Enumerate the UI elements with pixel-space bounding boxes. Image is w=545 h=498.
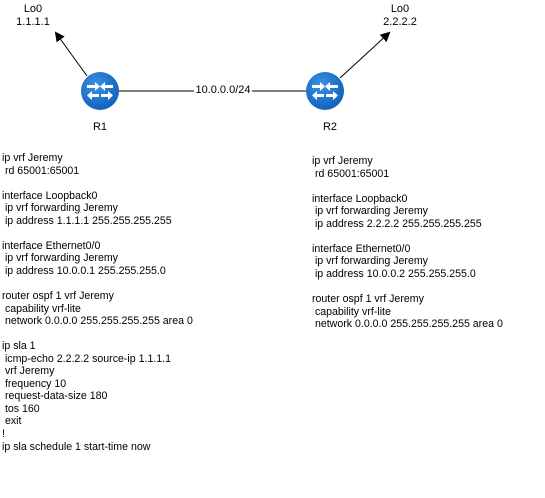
- config-line: ip sla schedule 1 start-time now: [2, 440, 151, 453]
- config-line: vrf Jeremy: [2, 365, 55, 378]
- config-line: icmp-echo 2.2.2.2 source-ip 1.1.1.1: [2, 352, 172, 365]
- config-line: rd 65001:65001: [2, 164, 80, 177]
- r1-config: ip vrf Jeremy rd 65001:65001 interface Lo…: [2, 152, 193, 453]
- config-line: ip vrf forwarding Jeremy: [2, 252, 118, 265]
- config-line: network 0.0.0.0 255.255.255.255 area 0: [2, 315, 193, 328]
- config-line: router ospf 1 vrf Jeremy: [312, 293, 424, 306]
- router-icon[interactable]: [306, 72, 344, 110]
- config-line: ip vrf forwarding Jeremy: [312, 255, 428, 268]
- config-line: frequency 10: [2, 377, 67, 390]
- config-line: rd 65001:65001: [312, 167, 390, 180]
- config-line: capability vrf-lite: [2, 302, 81, 315]
- config-line: ip vrf forwarding Jeremy: [2, 202, 118, 215]
- config-line: network 0.0.0.0 255.255.255.255 area 0: [312, 318, 503, 331]
- config-line: !: [2, 428, 5, 441]
- config-line: [312, 230, 503, 243]
- config-line: ip vrf Jeremy: [312, 155, 373, 167]
- arrow-icon: [339, 31, 391, 79]
- config-line: [312, 280, 503, 293]
- r2-name: R2: [322, 121, 338, 133]
- config-line: [2, 227, 193, 240]
- config-line: ip vrf forwarding Jeremy: [312, 205, 428, 218]
- config-line: request-data-size 180: [2, 390, 108, 403]
- arrow-icon: [54, 31, 88, 77]
- config-line: ip address 10.0.0.1 255.255.255.0: [2, 264, 166, 277]
- config-line: interface Ethernet0/0: [2, 239, 101, 252]
- r1-loopback-label: Lo0: [23, 3, 43, 15]
- config-line: interface Loopback0: [2, 189, 98, 202]
- link-label: 10.0.0.0/24: [194, 84, 252, 97]
- r2-config: ip vrf Jeremy rd 65001:65001 interface Lo…: [312, 155, 503, 331]
- router-icon[interactable]: [81, 72, 119, 110]
- config-line: ip address 2.2.2.2 255.255.255.255: [312, 217, 482, 230]
- config-line: [2, 328, 193, 341]
- network-diagram: [54, 31, 391, 110]
- config-line: ip sla 1: [2, 340, 36, 353]
- config-line: ip vrf Jeremy: [2, 152, 63, 164]
- config-line: ip address 10.0.0.2 255.255.255.0: [312, 267, 476, 280]
- r2-loopback-ip: 2.2.2.2: [383, 16, 417, 28]
- r1-loopback-ip: 1.1.1.1: [16, 16, 50, 28]
- r2-loopback-label: Lo0: [390, 3, 410, 15]
- config-line: capability vrf-lite: [312, 305, 391, 318]
- config-line: interface Loopback0: [312, 192, 408, 205]
- config-line: ip address 1.1.1.1 255.255.255.255: [2, 214, 172, 227]
- config-line: exit: [2, 415, 22, 428]
- config-line: [2, 177, 193, 190]
- config-line: tos 160: [2, 402, 40, 415]
- config-line: router ospf 1 vrf Jeremy: [2, 290, 114, 303]
- config-line: [312, 180, 503, 193]
- r1-name: R1: [92, 121, 108, 133]
- config-line: interface Ethernet0/0: [312, 242, 411, 255]
- config-line: [2, 277, 193, 290]
